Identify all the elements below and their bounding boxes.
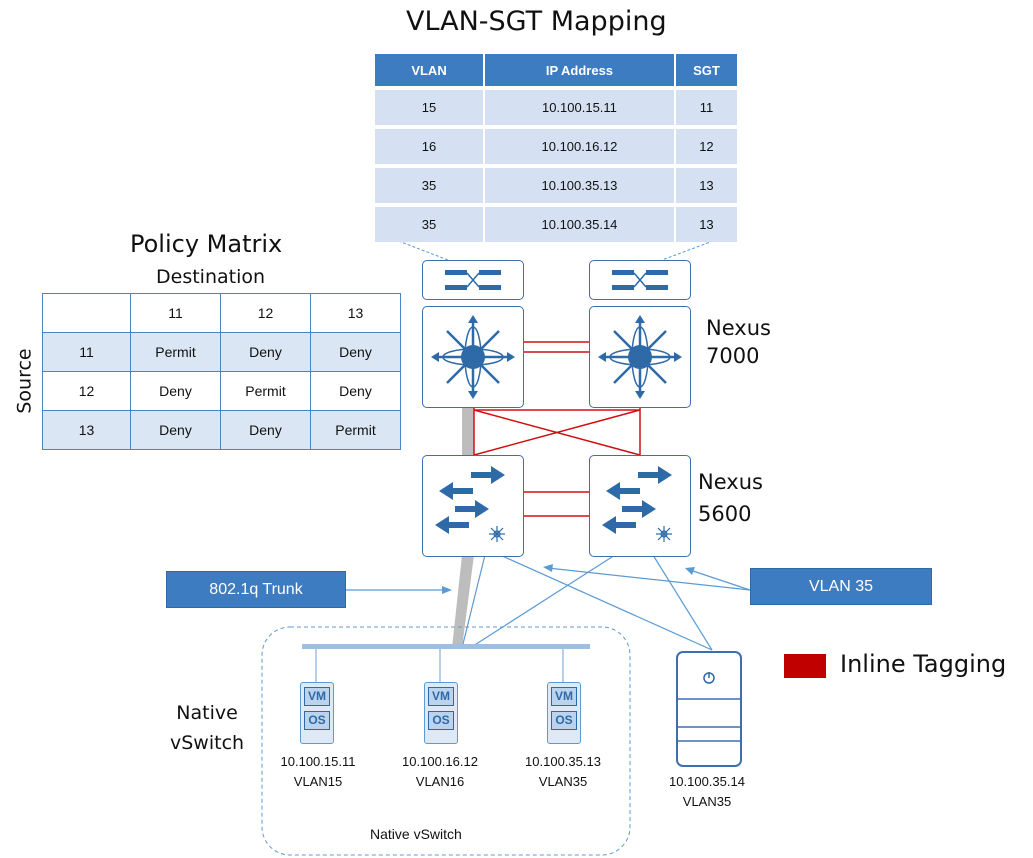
table-cell: 35 xyxy=(375,207,486,242)
table-cell: Deny xyxy=(310,332,401,372)
destination-label: Destination xyxy=(156,266,266,288)
table-cell: 15 xyxy=(375,90,486,125)
policy-matrix-table: 11 12 13 11 Permit Deny Deny 12 Deny Per… xyxy=(42,293,401,450)
vm-badge: VM xyxy=(428,687,454,706)
server-ip: 10.100.35.14 xyxy=(669,774,745,789)
nexus-5600-label: Nexus 5600 xyxy=(698,466,763,530)
server-vlan: VLAN35 xyxy=(682,794,732,809)
table-row: 15 10.100.15.11 11 xyxy=(375,90,737,125)
table-cell: 13 xyxy=(675,207,737,242)
nexus-5600-line2: 5600 xyxy=(698,502,752,526)
server-icon xyxy=(678,672,740,742)
nexus-5600-left xyxy=(422,455,524,557)
table-row: 35 10.100.35.14 13 xyxy=(375,207,737,242)
vswitch-side-label: Native vSwitch xyxy=(170,698,244,758)
vm-1-ip: 10.100.15.11 xyxy=(280,754,356,769)
table-cell: Permit xyxy=(130,332,221,372)
supervisor-icon xyxy=(445,270,501,290)
table-row: 35 10.100.35.13 13 xyxy=(375,168,737,203)
vm-1-vlan: VLAN15 xyxy=(293,774,343,789)
os-badge: OS xyxy=(428,711,454,730)
access-switch-icon xyxy=(602,466,672,542)
nexus-7000-line1: Nexus xyxy=(706,316,771,340)
vm-3-vlan: VLAN35 xyxy=(538,774,588,789)
vm-3-ip: 10.100.35.13 xyxy=(525,754,601,769)
trunk-label: 802.1q Trunk xyxy=(166,571,346,608)
nexus-5600-line1: Nexus xyxy=(698,470,763,494)
os-badge: OS xyxy=(551,711,577,730)
table-cell: 10.100.35.13 xyxy=(485,168,676,203)
table-cell: 11 xyxy=(675,90,737,125)
table-cell: Permit xyxy=(310,410,401,450)
table-row: 16 10.100.16.12 12 xyxy=(375,129,737,164)
vlan-sgt-title: VLAN-SGT Mapping xyxy=(406,6,667,37)
header-cell: SGT xyxy=(675,54,737,86)
table-cell: Deny xyxy=(130,410,221,450)
table-cell: 12 xyxy=(675,129,737,164)
nexus-5600-right xyxy=(589,455,691,557)
header-cell: 13 xyxy=(310,293,401,333)
table-cell: 10.100.15.11 xyxy=(485,90,676,125)
supervisor-icon xyxy=(612,270,668,290)
table-cell: Permit xyxy=(220,371,311,411)
os-badge: OS xyxy=(304,711,330,730)
policy-matrix-title: Policy Matrix xyxy=(130,230,283,258)
vswitch-side-line2: vSwitch xyxy=(170,732,245,754)
nexus-7000-left xyxy=(422,306,524,408)
table-row: 11 Permit Deny Deny xyxy=(42,332,401,372)
vm-badge: VM xyxy=(551,687,577,706)
server xyxy=(676,651,742,767)
table-cell: Deny xyxy=(310,371,401,411)
header-cell: IP Address xyxy=(485,54,676,86)
table-cell: 35 xyxy=(375,168,486,203)
vm-2-ip: 10.100.16.12 xyxy=(402,754,478,769)
table-header-row: VLAN IP Address SGT xyxy=(375,54,737,86)
row-header: 12 xyxy=(42,371,131,411)
core-switch-icon xyxy=(431,315,515,399)
table-cell: Deny xyxy=(220,332,311,372)
header-cell: 12 xyxy=(220,293,311,333)
supervisor-module-right xyxy=(589,260,691,300)
table-cell xyxy=(42,293,131,333)
row-header: 13 xyxy=(42,410,131,450)
access-switch-icon xyxy=(435,466,505,542)
legend-swatch xyxy=(784,654,826,678)
vm-2-vlan: VLAN16 xyxy=(415,774,465,789)
table-cell: 13 xyxy=(675,168,737,203)
nexus-7000-right xyxy=(589,306,691,408)
vm-badge: VM xyxy=(304,687,330,706)
nexus-7000-line2: 7000 xyxy=(706,344,760,368)
vm-1: VM OS xyxy=(300,682,334,744)
nexus-7000-label: Nexus 7000 xyxy=(706,314,771,370)
vm-2: VM OS xyxy=(424,682,458,744)
vlan-sgt-table: VLAN IP Address SGT 15 10.100.15.11 11 1… xyxy=(375,50,737,246)
source-label: Source xyxy=(13,348,36,414)
table-row: 12 Deny Permit Deny xyxy=(42,371,401,411)
table-header-row: 11 12 13 xyxy=(42,293,401,333)
vm-3: VM OS xyxy=(547,682,581,744)
legend-label: Inline Tagging xyxy=(840,650,1007,678)
table-row: 13 Deny Deny Permit xyxy=(42,410,401,450)
header-cell: VLAN xyxy=(375,54,486,86)
row-header: 11 xyxy=(42,332,131,372)
table-cell: 16 xyxy=(375,129,486,164)
vlan35-label: VLAN 35 xyxy=(750,568,932,605)
core-switch-icon xyxy=(598,315,682,399)
table-cell: Deny xyxy=(220,410,311,450)
table-cell: 10.100.35.14 xyxy=(485,207,676,242)
vswitch-bottom-label: Native vSwitch xyxy=(370,826,462,842)
table-cell: Deny xyxy=(130,371,221,411)
supervisor-module-left xyxy=(422,260,524,300)
header-cell: 11 xyxy=(130,293,221,333)
vswitch-side-line1: Native xyxy=(176,702,238,724)
table-cell: 10.100.16.12 xyxy=(485,129,676,164)
